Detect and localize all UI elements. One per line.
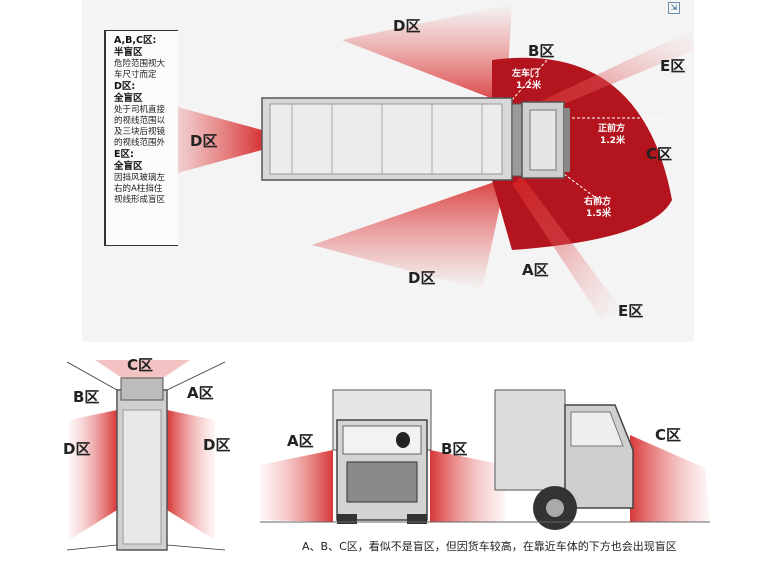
- legend-d-sub: 全盲区: [114, 93, 143, 104]
- zone-d-left-label: D区: [190, 132, 217, 150]
- legend-e-line3: 视线形成盲区: [114, 195, 166, 205]
- right-front-value: 1.5米: [586, 207, 612, 219]
- left-door-value: 1.2米: [516, 79, 542, 91]
- right-front-label: 右前方: [583, 195, 611, 207]
- zone-d-bottom-fan: [312, 178, 506, 290]
- zone-d-bottom-label: D区: [408, 269, 435, 287]
- zone-e-bottom-label: E区: [618, 302, 643, 320]
- topview-a-label: A区: [187, 384, 214, 402]
- zone-e-top-label: E区: [660, 57, 685, 75]
- legend-d-line1: 处于司机直接: [114, 105, 166, 115]
- legend-box: A,B,C区: 半盲区 危险范围视大 车尺寸而定 D区: 全盲区 处于司机直接 …: [104, 30, 178, 246]
- legend-d-line4: 的视线范围外: [114, 138, 166, 148]
- zone-d-left-fan: [152, 100, 262, 180]
- small-truck-top-view: [66, 360, 226, 551]
- topview-d-left-label: D区: [63, 440, 90, 458]
- frontview-a-label: A区: [287, 432, 314, 450]
- left-door-label: 左车门: [511, 67, 539, 79]
- legend-abc-line2: 车尺寸而定: [114, 70, 157, 80]
- legend-abc-line1: 危险范围视大: [114, 59, 166, 69]
- zone-b-label: B区: [528, 42, 554, 60]
- bottom-caption: A、B、C区，看似不是盲区，但因货车较高，在靠近车体的下方也会出现盲区: [302, 540, 677, 553]
- legend-e-sub: 全盲区: [114, 161, 143, 172]
- bottom-views: C区 B区 A区 D区 D区 A区 B区: [55, 350, 715, 572]
- sideview-c-label: C区: [655, 426, 681, 444]
- truck-front-view: [260, 389, 505, 524]
- legend-e-line1: 因挡风玻璃左: [114, 173, 166, 183]
- truck-top-view: [261, 97, 570, 181]
- legend-e-title: E区:: [114, 149, 134, 160]
- truck-side-view: [494, 389, 710, 530]
- frontview-b-label: B区: [441, 440, 467, 458]
- legend-abc-title: A,B,C区:: [114, 35, 157, 46]
- zone-d-top-label: D区: [393, 17, 420, 35]
- zone-a-label: A区: [522, 261, 549, 279]
- bottom-diagram-svg: C区 B区 A区 D区 D区 A区 B区: [63, 356, 710, 551]
- zone-e-top-beam: [522, 30, 694, 118]
- zone-d-top-fan: [342, 4, 512, 104]
- topview-d-right-label: D区: [203, 436, 230, 454]
- topview-b-label: B区: [73, 388, 99, 406]
- legend-e-line2: 右的A柱挡住: [114, 184, 163, 194]
- front-value: 1.2米: [600, 134, 626, 146]
- expand-icon[interactable]: ⇲: [668, 2, 680, 14]
- front-label: 正前方: [598, 122, 625, 134]
- top-diagram-svg: D区 D区 D区 B区 E区 C区 A区 E区 左车门 1.2米 正前方 1.2…: [152, 4, 694, 320]
- legend-abc-sub: 半盲区: [114, 47, 143, 58]
- left-door-distance-line: [511, 59, 548, 101]
- legend-d-line3: 及三块后视镜: [114, 127, 166, 137]
- legend-d-line2: 的视线范围以: [114, 116, 166, 126]
- zone-e-bottom-beam: [512, 176, 622, 320]
- top-blind-spot-diagram: D区 D区 D区 B区 E区 C区 A区 E区 左车门 1.2米 正前方 1.2…: [82, 0, 694, 342]
- zone-c-label: C区: [646, 145, 672, 163]
- topview-c-label: C区: [127, 356, 153, 374]
- legend-d-title: D区:: [114, 81, 136, 92]
